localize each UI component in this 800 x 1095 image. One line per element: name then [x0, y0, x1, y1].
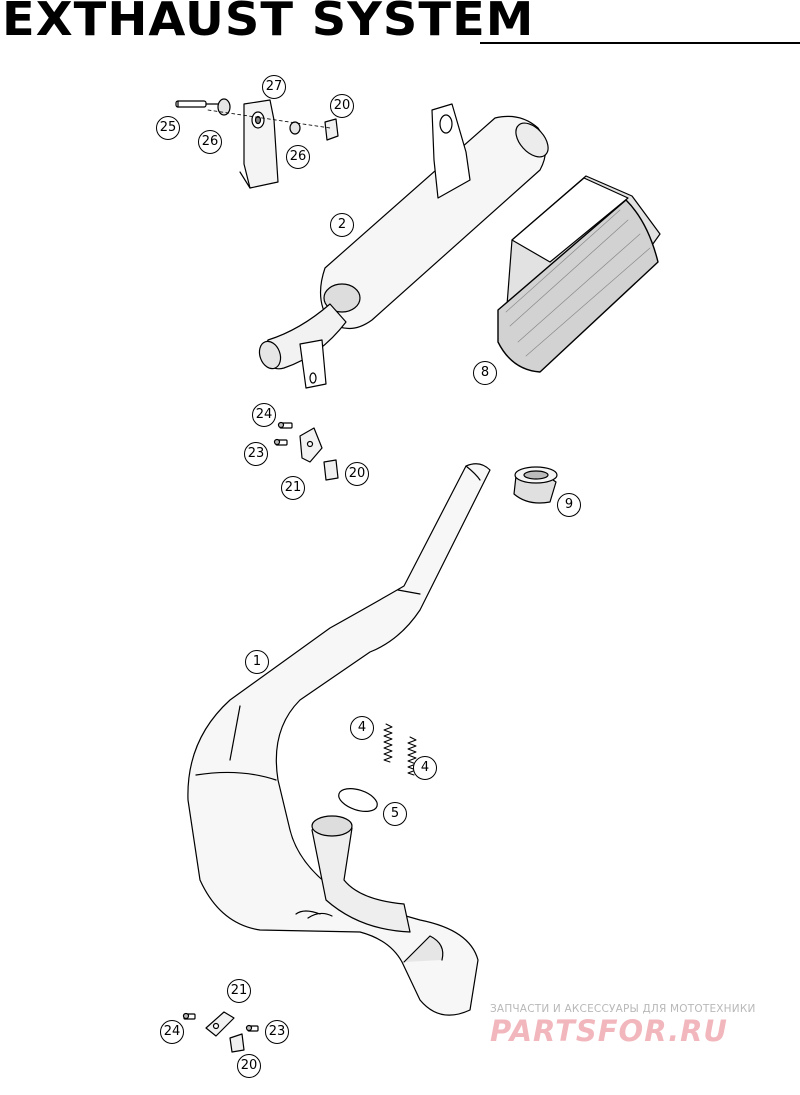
silencer: [258, 103, 549, 389]
callout-21: 21: [227, 979, 251, 1003]
callout-4: 4: [413, 756, 437, 780]
callout-24: 24: [252, 403, 276, 427]
page-title: EXTHAUST SYSTEM: [2, 0, 535, 46]
callout-24: 24: [160, 1020, 184, 1044]
callout-8: 8: [473, 361, 497, 385]
callout-1: 1: [245, 650, 269, 674]
callout-25: 25: [156, 116, 180, 140]
callout-20: 20: [330, 94, 354, 118]
middle-bracket-group: [273, 421, 339, 481]
callout-21: 21: [281, 476, 305, 500]
callout-23: 23: [244, 442, 268, 466]
springs: [383, 723, 417, 776]
callout-2: 2: [330, 213, 354, 237]
exhaust-pipe: [187, 463, 491, 1016]
callout-23: 23: [265, 1020, 289, 1044]
watermark-brand: PARTSFOR.RU: [490, 1014, 728, 1048]
rubber-grommet: [513, 466, 558, 504]
callout-5: 5: [383, 802, 407, 826]
callout-20: 20: [345, 462, 369, 486]
title-rule: [480, 42, 800, 44]
callout-4: 4: [350, 716, 374, 740]
silencer-packing: [497, 175, 661, 373]
bottom-bracket-group: [182, 1011, 259, 1053]
o-ring: [338, 788, 378, 812]
callout-26: 26: [286, 145, 310, 169]
callout-9: 9: [557, 493, 581, 517]
callout-27: 27: [262, 75, 286, 99]
watermark-tagline: ЗАПЧАСТИ И АКСЕССУАРЫ ДЛЯ МОТОТЕХНИКИ: [490, 1003, 756, 1015]
callout-20: 20: [237, 1054, 261, 1078]
callout-26: 26: [198, 130, 222, 154]
mounting-bracket-group: [175, 98, 339, 189]
